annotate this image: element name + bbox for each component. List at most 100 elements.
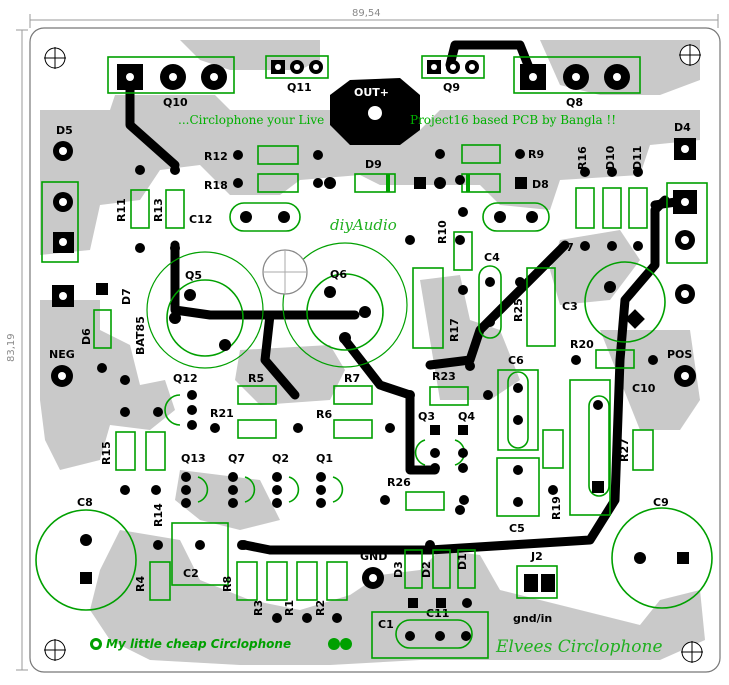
d4-diode: D4	[674, 121, 696, 160]
neg-terminal: NEG	[49, 348, 75, 387]
r16-label: R16	[576, 146, 589, 170]
q10-transistor: Q10	[107, 56, 235, 109]
r9-label: R9	[528, 148, 544, 161]
r7-label: R7	[344, 372, 360, 385]
c12-label: C12	[189, 213, 212, 226]
d5-diode: D5	[53, 124, 73, 161]
q4-label: Q4	[458, 410, 475, 423]
r18-label: R18	[204, 179, 228, 192]
r14-label: R14	[152, 503, 165, 527]
j2-input-connector: J2 gnd/in	[513, 550, 558, 625]
r15-resistor: R15	[100, 431, 166, 495]
d9-label: D9	[365, 158, 382, 171]
project-text: Project16 based PCB by Bangla !!	[410, 113, 616, 127]
r2-label: R2	[314, 600, 327, 616]
r1-label: R1	[283, 600, 296, 616]
height-dimension: 83,19	[6, 333, 17, 362]
r11-label: R11	[115, 198, 128, 222]
r27-label: R27	[618, 438, 631, 462]
r20-label: R20	[570, 338, 594, 351]
d6-diode: D6	[80, 309, 112, 373]
r3-resistor: R3	[252, 561, 288, 623]
mounting-hole-tr	[679, 44, 701, 66]
c4-label: C4	[484, 251, 500, 264]
c6-capacitor: C6	[497, 354, 539, 451]
d2-label: D2	[420, 561, 433, 578]
c9-capacitor: C9	[611, 496, 713, 609]
r23-resistor: R23	[405, 370, 493, 406]
r26-resistor: R26	[380, 476, 469, 511]
q6-label: Q6	[330, 268, 347, 281]
out-plus-label: OUT+	[354, 86, 389, 99]
r26-label: R26	[387, 476, 411, 489]
c10-label: C10	[632, 382, 656, 395]
out-plus-pad: OUT+	[330, 78, 420, 145]
r12-resistor: R12	[204, 145, 323, 165]
r5-resistor: R5	[237, 372, 277, 405]
pos-label: POS	[667, 348, 692, 361]
d7-label: D7	[120, 288, 133, 305]
q13-label: Q13	[181, 452, 206, 465]
c8-label: C8	[77, 496, 93, 509]
q12-transistor: Q12	[164, 372, 198, 430]
r19-label: R19	[550, 496, 563, 520]
c3-label: C3	[562, 300, 578, 313]
q5-label: Q5	[185, 269, 202, 282]
live-text: ...Circlophone your Live	[178, 113, 324, 127]
mounting-holes	[44, 44, 703, 663]
d8-label: D8	[532, 178, 549, 191]
r4-resistor: R4	[134, 561, 171, 601]
r10-resistor: R10	[436, 207, 473, 295]
c4-capacitor: C4	[478, 251, 502, 339]
c10-capacitor: C10	[569, 379, 656, 516]
q8-transistor: Q8	[513, 56, 641, 109]
c1-c11: C1 C11	[371, 607, 489, 659]
r14-resistor: R14	[152, 503, 165, 550]
r12-label: R12	[204, 150, 228, 163]
r19-resistor: R19	[542, 429, 564, 520]
q10-label: Q10	[163, 96, 188, 109]
r21-label: R21	[210, 407, 234, 420]
gnd-terminal: GND	[360, 550, 387, 589]
d4-label: D4	[674, 121, 691, 134]
c7-capacitor: C7	[482, 202, 574, 254]
r6-label: R6	[316, 408, 332, 421]
q12-label: Q12	[173, 372, 198, 385]
credit-text: My little cheap Circlophone	[106, 637, 291, 651]
r9-resistor: R9	[435, 144, 544, 164]
d3-label: D3	[392, 561, 405, 578]
r17-label: R17	[448, 318, 461, 342]
neg-label: NEG	[49, 348, 75, 361]
bottom-left-credit: My little cheap Circlophone	[90, 637, 352, 651]
q11-transistor: Q11	[265, 55, 329, 94]
r18-resistor: R18	[204, 173, 323, 193]
q5-transistor: Q5	[146, 251, 264, 369]
d1-label: D1	[456, 553, 469, 570]
r5-label: R5	[248, 372, 264, 385]
mounting-hole-br	[681, 641, 703, 663]
dimension-markers: 89,54 83,19	[6, 8, 719, 671]
d7-diode: D7	[96, 283, 133, 305]
r6-resistor: R6	[237, 408, 395, 439]
r8-resistor: R8	[221, 561, 258, 601]
q7-transistor: Q7	[228, 452, 256, 508]
q11-label: Q11	[287, 81, 312, 94]
q1-transistor: Q1	[316, 452, 344, 508]
width-dimension: 89,54	[352, 8, 381, 19]
pos-terminal: POS	[667, 284, 696, 387]
d5-label: D5	[56, 124, 73, 137]
q3-transistor: Q3	[414, 410, 440, 473]
thermistor	[262, 249, 308, 295]
r1-resistor: R1	[283, 561, 318, 623]
q13-transistor: Q13	[181, 452, 209, 508]
q8-label: Q8	[566, 96, 583, 109]
q7-label: Q7	[228, 452, 245, 465]
right-connector	[666, 182, 708, 264]
elvees-text: Elvees Circlophone	[495, 637, 663, 657]
c8-capacitor: C8	[35, 496, 137, 611]
d11-label: D11	[631, 146, 644, 170]
q4-transistor: Q4	[454, 410, 475, 473]
r17-resistor: R17	[412, 267, 461, 349]
q2-transistor: Q2	[272, 452, 300, 508]
